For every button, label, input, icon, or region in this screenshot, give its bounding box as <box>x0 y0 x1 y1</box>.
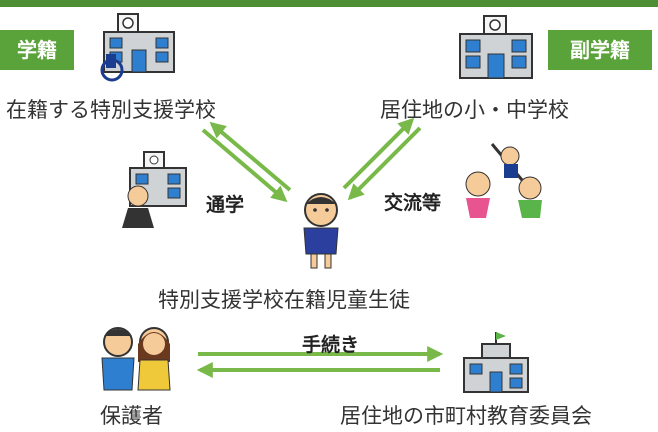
commuting-student-icon <box>122 151 187 228</box>
procedure-label: 手続き <box>302 334 360 356</box>
sub-registry-badge: 副学籍 <box>548 30 652 70</box>
main-registry-badge: 学籍 <box>0 30 74 70</box>
local-school-icon <box>459 15 533 79</box>
exchange-arrow-forward <box>347 126 422 201</box>
board-label: 居住地の市町村教育委員会 <box>340 404 592 428</box>
special-school-icon <box>100 13 175 82</box>
commute-arrow-forward <box>201 128 288 203</box>
top-bar <box>0 0 658 7</box>
guardian-label: 保護者 <box>100 404 163 428</box>
board-building-icon <box>463 332 529 393</box>
special-school-label: 在籍する特別支援学校 <box>6 98 216 122</box>
commute-label: 通学 <box>206 194 245 216</box>
exchange-arrow-back <box>342 117 415 190</box>
guardian-icon <box>101 327 171 391</box>
student-icon <box>303 193 339 269</box>
playing-children-icon <box>465 143 542 218</box>
commute-arrow-back <box>209 121 292 192</box>
exchange-label: 交流等 <box>384 192 442 214</box>
student-label: 特別支援学校在籍児童生徒 <box>158 288 410 312</box>
